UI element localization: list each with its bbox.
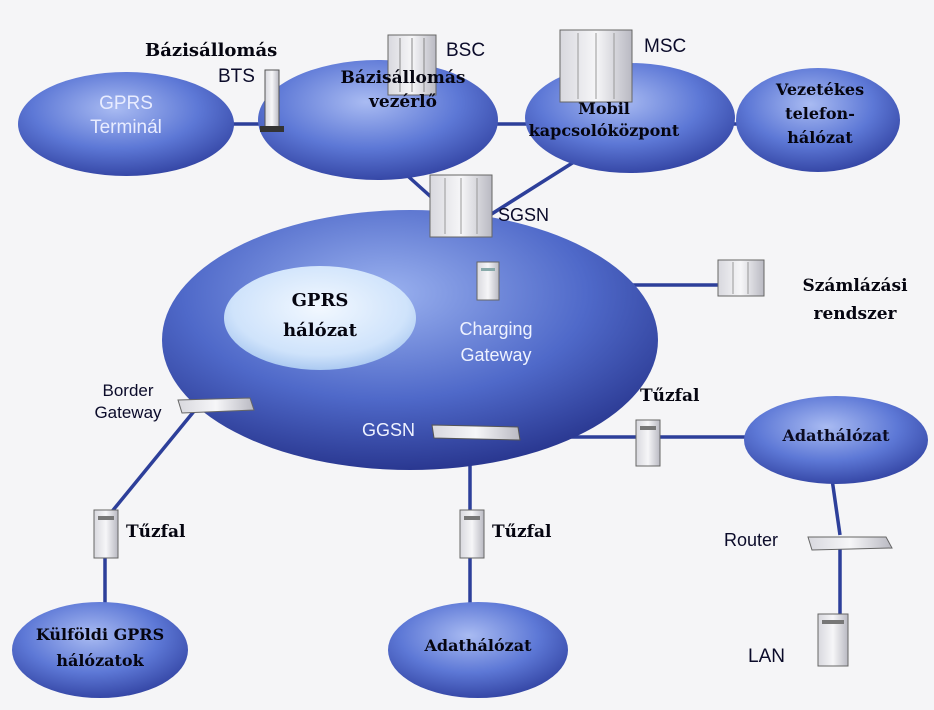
gprs-network-label: GPRS hálózat (283, 290, 357, 341)
data-network-right-ellipse (744, 396, 928, 484)
border-gateway-device-icon (177, 397, 255, 414)
router-label: Router (724, 530, 779, 550)
billing-system-label: Számlázási rendszer (802, 276, 908, 324)
router-device-icon (807, 536, 893, 551)
wired-network-ellipse (736, 68, 900, 172)
bsc-label: BSC (446, 40, 486, 61)
bsc-rack-icon (387, 34, 437, 96)
firewall-right-label: Tűzfal (640, 386, 700, 406)
wired-network-label: Vezetékes telefon- hálózat (775, 80, 865, 147)
firewall-left-icon (93, 509, 119, 559)
ggsn-label: GGSN (362, 420, 416, 440)
msc-title-label: Mobil kapcsolóközpont (528, 99, 680, 140)
firewall-right-icon (635, 419, 661, 467)
sgsn-rack-icon (429, 174, 493, 238)
msc-cabinet-icon (559, 29, 633, 103)
firewall-left-label: Tűzfal (126, 522, 186, 542)
ggsn-device-icon (431, 424, 521, 441)
foreign-networks-ellipse (12, 602, 188, 698)
foreign-networks-label: Külföldi GPRS hálózatok (35, 625, 165, 670)
firewall-middle-label: Tűzfal (492, 522, 552, 542)
border-gateway-label: Border Gateway (94, 381, 162, 422)
bts-tower-icon (260, 69, 284, 132)
line-border-left (103, 408, 197, 522)
charging-gateway-server-icon (476, 261, 500, 301)
gprs-terminal-label: GPRS Terminál (90, 93, 162, 138)
bts-label: BTS (218, 66, 255, 87)
base-station-ellipse (258, 60, 498, 180)
data-network-bottom-label: Adathálózat (424, 636, 532, 655)
gprs-terminal-ellipse (18, 72, 234, 176)
sgsn-label: SGSN (498, 205, 550, 225)
bsc-title-label: Bázisállomás vezérlő (340, 68, 466, 112)
lan-computer-icon (817, 613, 849, 667)
bts-title-label: Bázisállomás (145, 40, 278, 61)
msc-label: MSC (644, 36, 687, 57)
line-msc-sgsn (489, 153, 586, 217)
gprs-network-center (224, 266, 416, 370)
billing-system-icon (717, 259, 765, 297)
charging-gateway-label: Charging Gateway (459, 319, 533, 365)
data-network-right-label: Adathálózat (782, 426, 890, 445)
data-network-bottom-ellipse (388, 602, 568, 698)
firewall-middle-icon (459, 509, 485, 559)
lan-label: LAN (748, 646, 785, 667)
